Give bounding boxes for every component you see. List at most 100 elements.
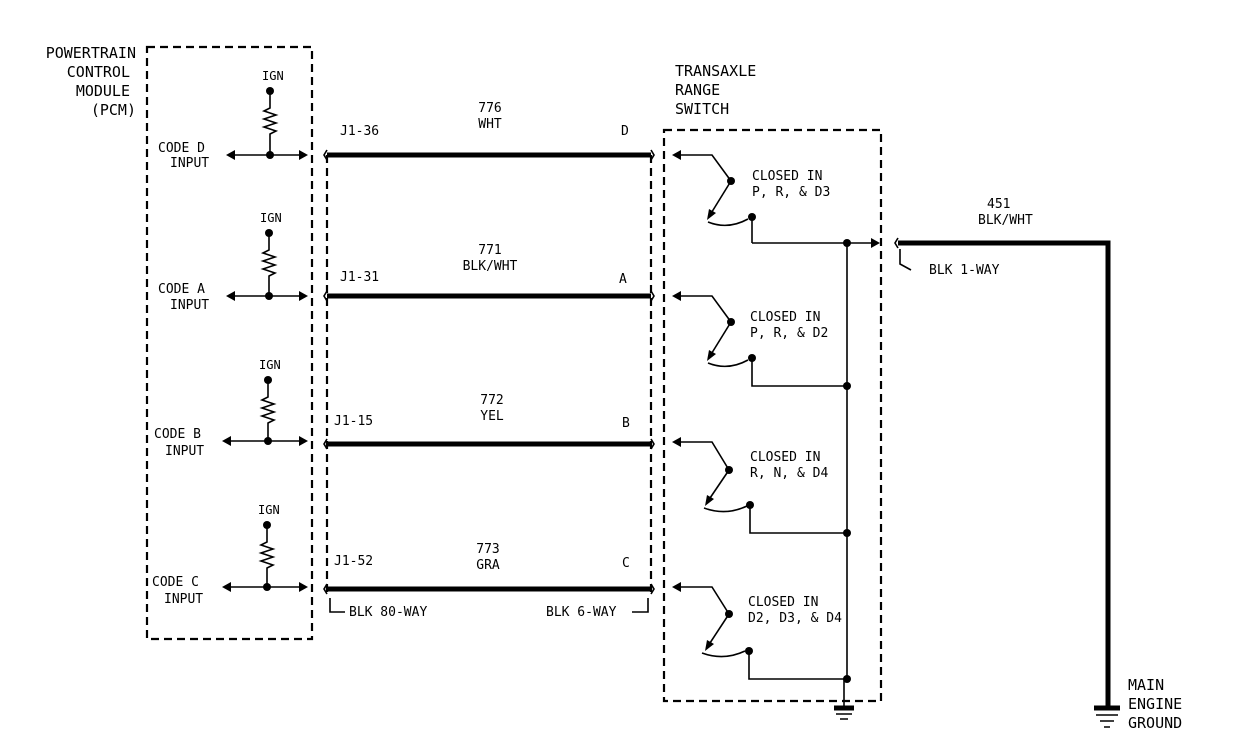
pcm-input-circuit-c: IGN CODE C INPUT xyxy=(152,503,308,607)
wire-a-circuit: 771 xyxy=(478,243,501,258)
ground-bars xyxy=(1096,714,1118,728)
pcm-input-circuit-a: IGN CODE A INPUT xyxy=(158,211,308,313)
wire-d-circuit: 776 xyxy=(478,101,501,116)
right-connector-label: BLK 6-WAY xyxy=(546,605,617,620)
pcm-title-line-2: CONTROL xyxy=(67,63,130,81)
pcm-title-line-4: (PCM) xyxy=(91,101,136,119)
main-ground-line-3: GROUND xyxy=(1128,714,1182,732)
arrow-right-icon xyxy=(299,436,308,446)
wire-a-pin: J1-31 xyxy=(340,270,379,285)
contact-arc xyxy=(701,650,746,658)
contact-label-line2: P, R, & D3 xyxy=(752,185,830,200)
switch-contact-4: CLOSED IN D2, D3, & D4 xyxy=(672,582,851,683)
contact-to-bus xyxy=(748,651,847,680)
connector-pin-right-icon xyxy=(650,290,655,302)
contact-arc xyxy=(707,359,749,368)
switch-contact-2: CLOSED IN P, R, & D2 xyxy=(672,291,851,390)
code-label-line1: CODE C xyxy=(152,575,199,590)
wire-d-color: WHT xyxy=(478,117,502,132)
ign-label: IGN xyxy=(262,69,284,83)
ground-wire-color: BLK/WHT xyxy=(978,213,1033,228)
arrow-left-icon xyxy=(226,150,235,160)
pcm-title-line-3: MODULE xyxy=(76,82,130,100)
blade-arrow-icon xyxy=(705,495,714,506)
ground-connector-callout xyxy=(899,249,912,271)
contact-lead xyxy=(676,295,732,323)
wire-a-terminal: A xyxy=(619,272,627,287)
switch-blade xyxy=(709,321,732,357)
contact-to-bus xyxy=(749,505,847,534)
blade-arrow-icon xyxy=(707,209,716,220)
switch-boundary xyxy=(662,128,883,703)
bus-junction xyxy=(843,675,851,683)
connector-pin-left-icon xyxy=(323,149,328,161)
contact-lead xyxy=(676,441,730,471)
pullup-resistor xyxy=(258,525,276,587)
code-label-line1: CODE A xyxy=(158,282,205,297)
left-connector-label: BLK 80-WAY xyxy=(349,605,427,620)
blade-arrow-icon xyxy=(705,640,714,651)
switch-title-line-1: TRANSAXLE xyxy=(675,62,756,80)
contact-arc xyxy=(707,218,749,227)
switch-title: TRANSAXLE RANGE SWITCH xyxy=(675,62,756,118)
pcm-input-circuit-d: IGN CODE D INPUT xyxy=(158,69,308,171)
switch-blade xyxy=(707,469,730,502)
contact-label-line2: R, N, & D4 xyxy=(750,466,828,481)
wire-c-terminal: C xyxy=(622,556,630,571)
connector-callout-right xyxy=(632,598,649,613)
wire-b-color: YEL xyxy=(480,409,504,424)
contact-to-bus xyxy=(751,358,847,387)
arrow-right-icon xyxy=(299,582,308,592)
pcm-input-circuit-b: IGN CODE B INPUT xyxy=(154,358,308,459)
code-label-line1: CODE D xyxy=(158,141,205,156)
wire-d-pin: J1-36 xyxy=(340,124,379,139)
wire-b-circuit: 772 xyxy=(480,393,503,408)
arrow-right-icon xyxy=(871,238,880,248)
connector-pin-icon xyxy=(894,237,899,249)
contact-label-line2: D2, D3, & D4 xyxy=(748,611,842,626)
wire-c-color: GRA xyxy=(476,558,500,573)
connector-pin-right-icon xyxy=(650,583,655,595)
switch-contact-3: CLOSED IN R, N, & D4 xyxy=(672,437,851,537)
ground-connector-label: BLK 1-WAY xyxy=(929,263,1000,278)
switch-blade xyxy=(709,180,732,216)
contact-label-line2: P, R, & D2 xyxy=(750,326,828,341)
arrow-left-icon xyxy=(222,436,231,446)
arrow-right-icon xyxy=(299,291,308,301)
main-ground-line-2: ENGINE xyxy=(1128,695,1182,713)
ign-label: IGN xyxy=(258,503,280,517)
arrow-left-icon xyxy=(222,582,231,592)
switch-title-line-2: RANGE xyxy=(675,81,720,99)
blade-arrow-icon xyxy=(707,350,716,361)
contact-label-line1: CLOSED IN xyxy=(750,450,820,465)
wire-b-terminal: B xyxy=(622,416,630,431)
harness: J1-36 776 WHT D J1-31 771 BLK/WHT A J1-1… xyxy=(323,101,655,620)
contact-label-line1: CLOSED IN xyxy=(750,310,820,325)
bus-junction xyxy=(843,382,851,390)
connector-callout-left xyxy=(329,598,345,613)
wire-c-circuit: 773 xyxy=(476,542,499,557)
contact-label-line1: CLOSED IN xyxy=(748,595,818,610)
code-label-line2: INPUT xyxy=(165,444,204,459)
pcm-title: POWERTRAIN CONTROL MODULE (PCM) xyxy=(46,44,136,119)
code-label-line2: INPUT xyxy=(170,156,209,171)
pullup-resistor xyxy=(259,380,277,441)
contact-arc xyxy=(703,505,748,513)
connector-pin-right-icon xyxy=(650,438,655,450)
code-label-line2: INPUT xyxy=(170,298,209,313)
contact-lead xyxy=(676,586,730,615)
code-label-line1: CODE B xyxy=(154,427,201,442)
contact-label-line1: CLOSED IN xyxy=(752,169,822,184)
bus-junction xyxy=(843,529,851,537)
wire-b-pin: J1-15 xyxy=(334,414,373,429)
switch-ground-icon xyxy=(834,679,854,720)
connector-pin-left-icon xyxy=(323,583,328,595)
arrow-right-icon xyxy=(299,150,308,160)
pullup-resistor xyxy=(260,233,278,296)
ground-wire: 451 BLK/WHT BLK 1-WAY xyxy=(894,197,1111,706)
contact-lead xyxy=(676,154,732,182)
connector-pin-left-icon xyxy=(323,438,328,450)
wire-c-pin: J1-52 xyxy=(334,554,373,569)
ground-wire-circuit: 451 xyxy=(987,197,1010,212)
